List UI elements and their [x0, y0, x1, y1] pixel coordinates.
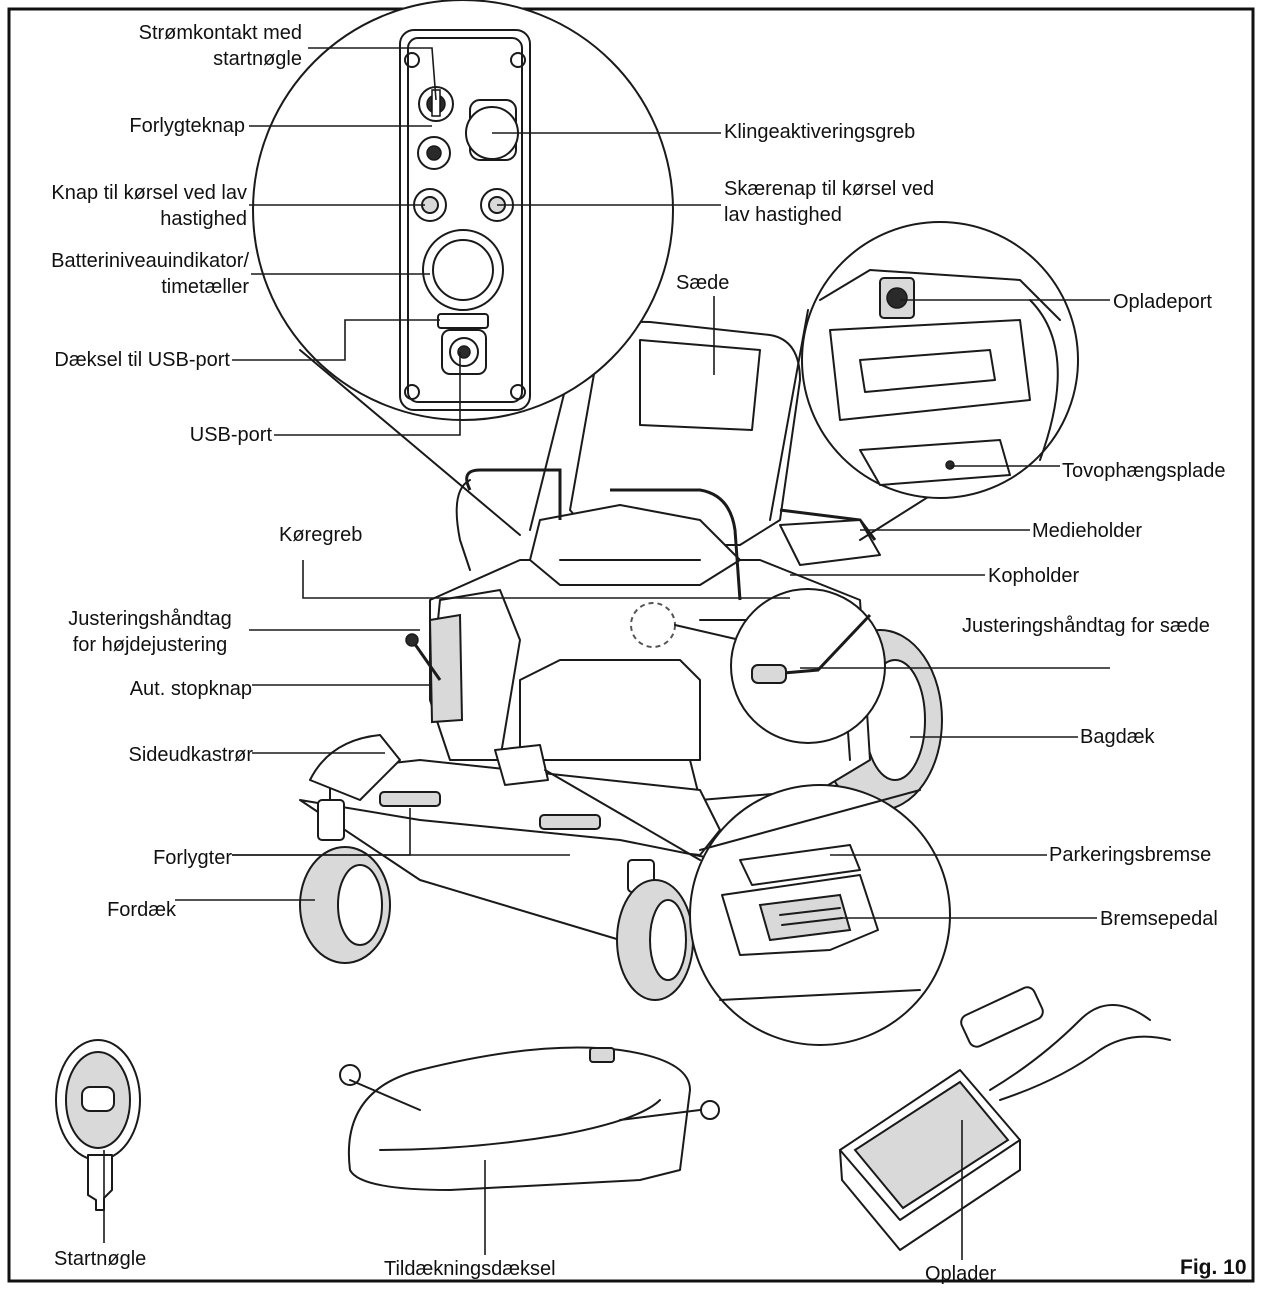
label-parking-brake: Parkeringsbremse [1049, 844, 1212, 866]
label-seat: Sæde [676, 272, 730, 294]
label-headlights: Forlygter [153, 847, 232, 869]
label-rear-tire: Bagdæk [1080, 726, 1155, 748]
label-charging-port: Opladeport [1113, 291, 1212, 313]
label-usb-cover: Dæksel til USB-port [54, 349, 230, 371]
charging-port-detail [769, 221, 1079, 541]
label-usb-port: USB-port [189, 424, 272, 446]
cover-illustration [339, 1046, 720, 1191]
label-auto-stop: Aut. stopknap [129, 678, 252, 700]
label-start-key: Startnøgle [54, 1248, 147, 1270]
leader-lines [103, 47, 1110, 1260]
figure-number: Fig. 10 [1180, 1256, 1247, 1279]
label-brake-pedal: Bremsepedal [1100, 908, 1218, 930]
label-cup-holder: Kopholder [988, 565, 1080, 587]
label-headlight-button: Forlygteknap [129, 115, 245, 137]
mower-illustration [299, 320, 943, 1001]
seat-lever-detail [674, 588, 886, 744]
label-media-holder: Medieholder [1032, 520, 1143, 542]
start-key-illustration [55, 1039, 141, 1211]
label-seat-lever: Justeringshåndtag for sæde [962, 615, 1210, 637]
charger-illustration [839, 986, 1171, 1251]
figure-frame [7, 7, 1255, 1283]
label-drive-lever: Køregreb [279, 524, 363, 546]
label-battery-indicator: Batteriniveauindikator/timetæller [51, 250, 249, 298]
label-charger: Oplader [925, 1263, 997, 1285]
label-front-tire: Fordæk [107, 899, 176, 921]
control-panel-detail [252, 0, 674, 536]
label-side-discharge: Sideudkastrør [128, 744, 254, 766]
label-cover: Tildækningsdæksel [384, 1258, 556, 1280]
label-tow-plate: Tovophængsplade [1062, 460, 1226, 482]
label-blade-lever: Klingeaktiveringsgreb [724, 121, 916, 143]
